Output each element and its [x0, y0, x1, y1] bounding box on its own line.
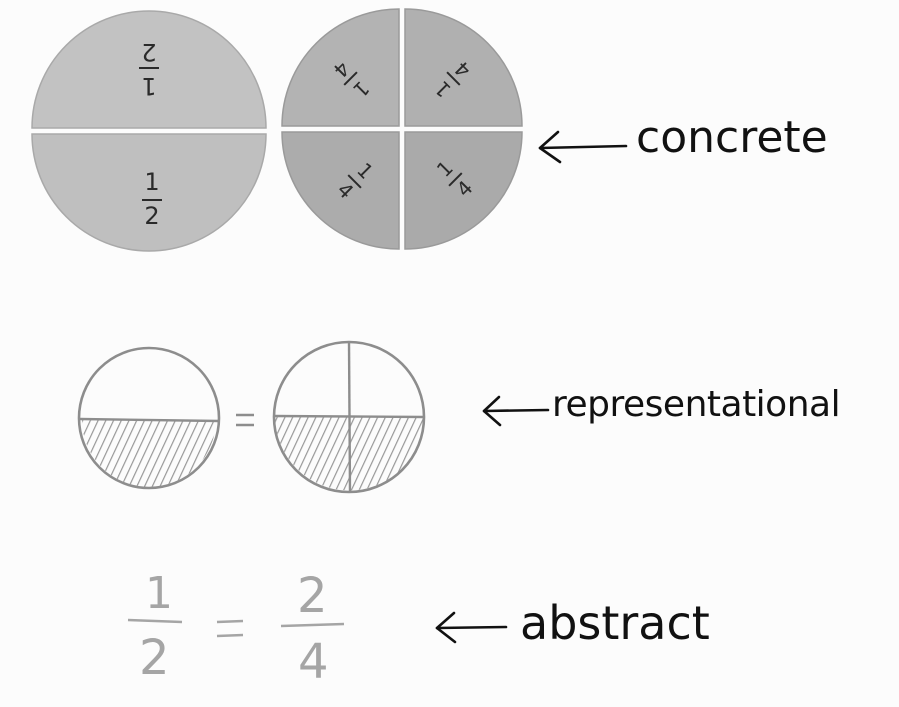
- abstract-right-denominator: 4: [298, 634, 329, 690]
- concrete-quarters-circle: 1 4 1 4 1 4 1 4: [281, 8, 523, 250]
- svg-text:1: 1: [141, 72, 156, 100]
- svg-text:1: 1: [144, 168, 159, 196]
- abstract-left-denominator: 2: [139, 630, 170, 686]
- arrow-abstract-icon: [435, 611, 508, 644]
- abstract-left-fraction-bar: [127, 618, 183, 624]
- label-concrete: concrete: [636, 112, 828, 163]
- abstract-equals-sign: [216, 619, 244, 638]
- sketch-equals-sign: [236, 413, 254, 427]
- sketch-quartered-circle: [272, 340, 426, 494]
- svg-text:2: 2: [141, 38, 156, 66]
- quarter-piece-label-br: 1 4: [432, 156, 478, 202]
- abstract-left-numerator: 1: [145, 568, 173, 619]
- arrow-representational-icon: [482, 395, 550, 427]
- abstract-right-fraction-bar: [280, 622, 345, 628]
- abstract-right-numerator: 2: [297, 568, 328, 624]
- svg-text:2: 2: [144, 202, 159, 230]
- half-piece-bottom-label: 1 2: [142, 168, 162, 230]
- sketch-halved-circle: [77, 346, 221, 490]
- label-representational: representational: [552, 384, 841, 425]
- arrow-concrete-icon: [538, 130, 628, 164]
- half-piece-top-label: 1 2: [139, 38, 159, 100]
- concrete-halves-circle: 1 2 1 2: [31, 10, 267, 252]
- label-abstract: abstract: [520, 596, 710, 650]
